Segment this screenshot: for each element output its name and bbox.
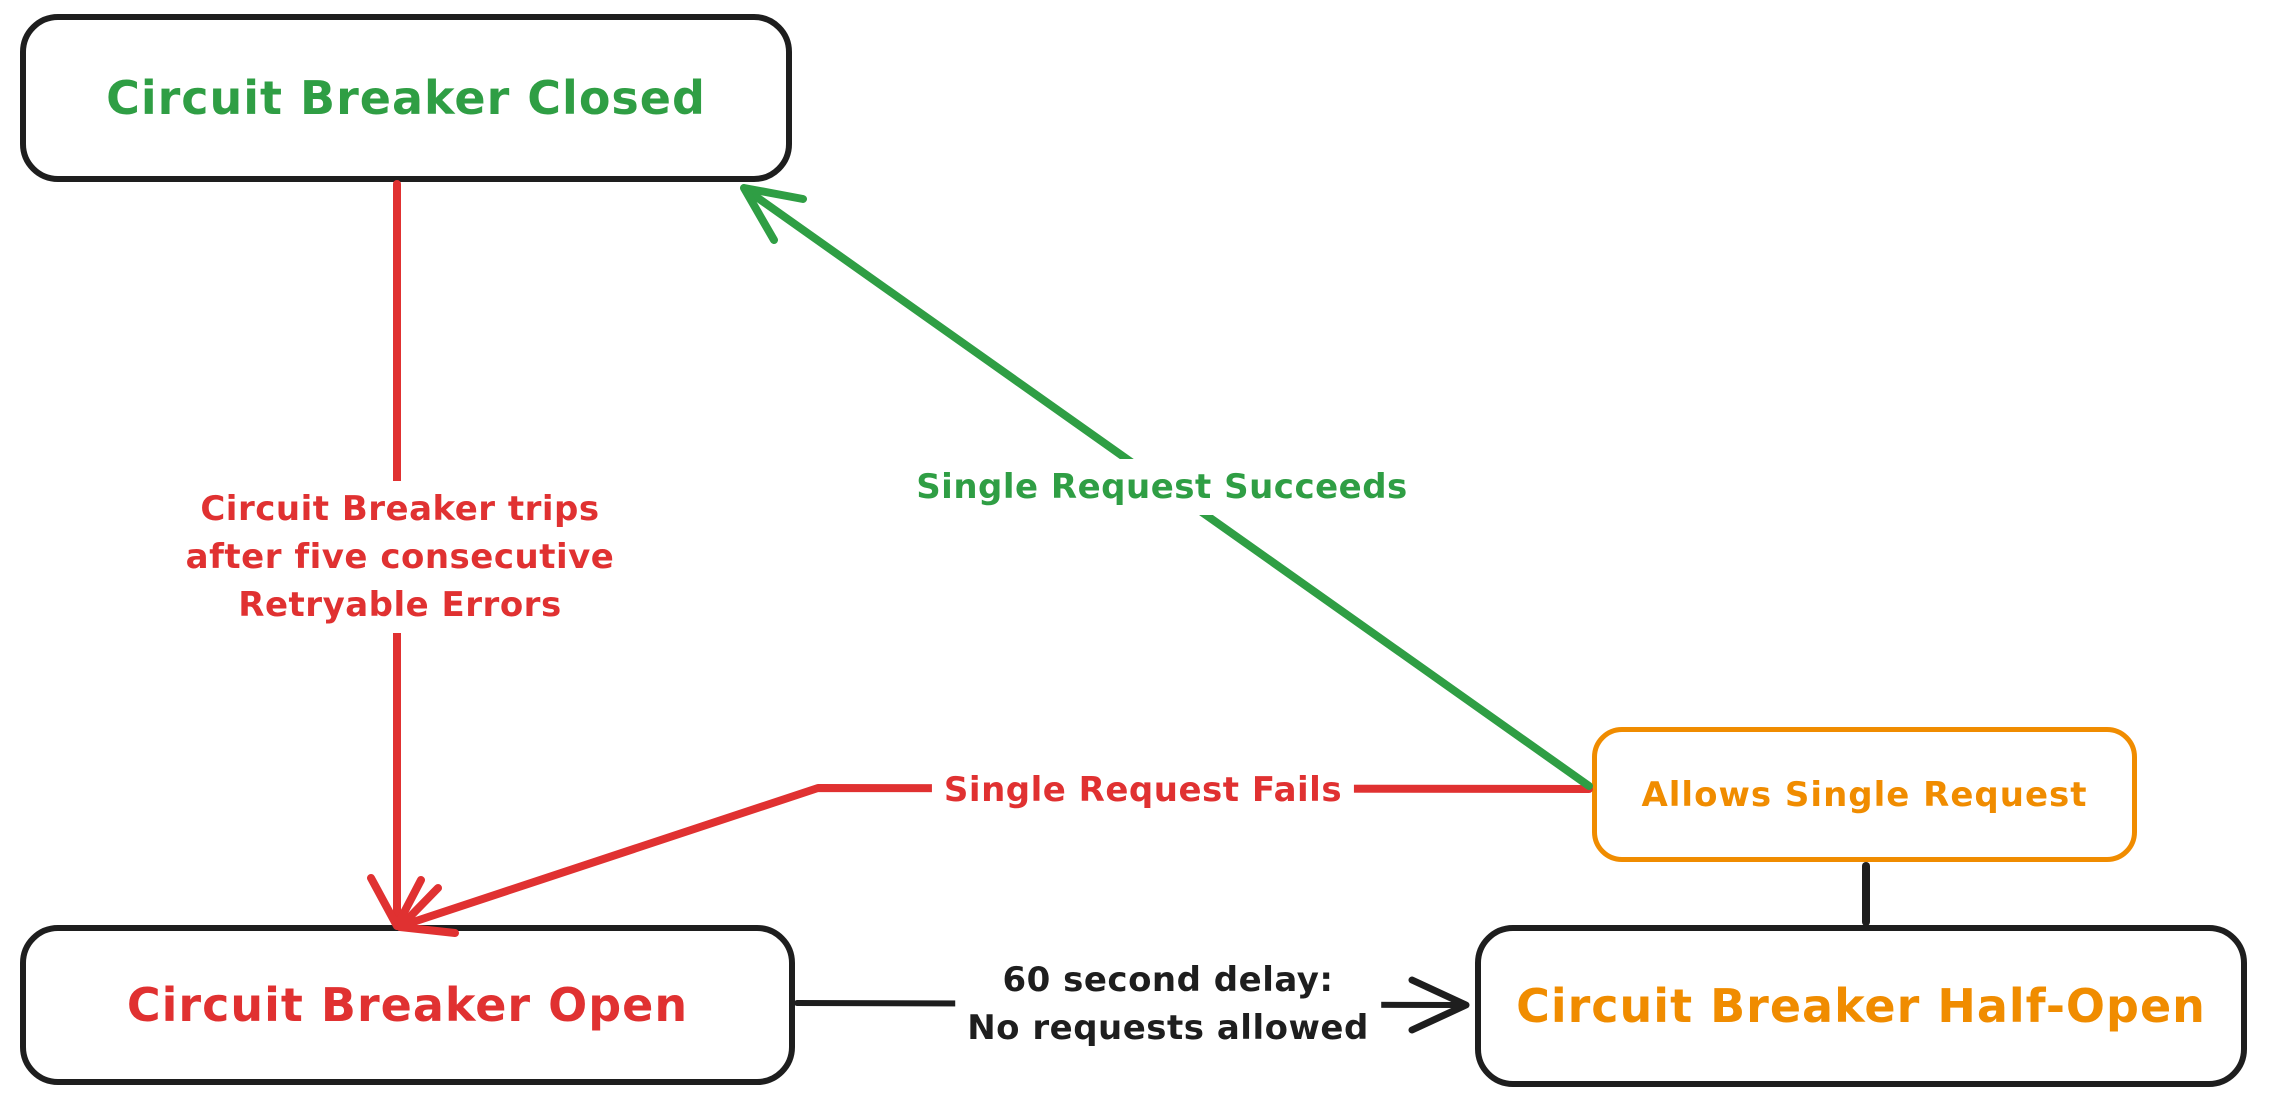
state-label-closed: Circuit Breaker Closed [106, 71, 706, 125]
transition-label-trips-line3: Retryable Errors [238, 585, 562, 625]
transition-label-delay-line2: No requests allowed [967, 1008, 1369, 1048]
transition-label-trips-line1: Circuit Breaker trips [200, 489, 600, 529]
transition-label-trips-line2: after five consecutive [185, 537, 615, 577]
transition-label-succeeds: Single Request Succeeds [904, 459, 1420, 515]
arrowhead-up-left-icon [740, 184, 807, 244]
arrowhead-right-icon [1408, 976, 1470, 1034]
transition-label-delay-line1: 60 second delay: [1002, 960, 1334, 1000]
state-label-half-open: Circuit Breaker Half-Open [1516, 979, 2206, 1033]
transition-label-fails: Single Request Fails [931, 762, 1355, 818]
transition-label-trips: Circuit Breaker trips after five consecu… [173, 481, 627, 633]
transition-label-delay: 60 second delay: No requests allowed [955, 952, 1381, 1056]
state-label-open: Circuit Breaker Open [126, 978, 689, 1032]
state-box-half-open[interactable]: Circuit Breaker Half-Open [1475, 925, 2247, 1087]
state-box-open[interactable]: Circuit Breaker Open [20, 925, 795, 1085]
state-box-closed[interactable]: Circuit Breaker Closed [20, 14, 792, 182]
state-box-allows-single-request[interactable]: Allows Single Request [1592, 727, 2137, 862]
state-label-allows-single-request: Allows Single Request [1641, 774, 2088, 815]
arrowhead-down-icon [367, 874, 425, 930]
